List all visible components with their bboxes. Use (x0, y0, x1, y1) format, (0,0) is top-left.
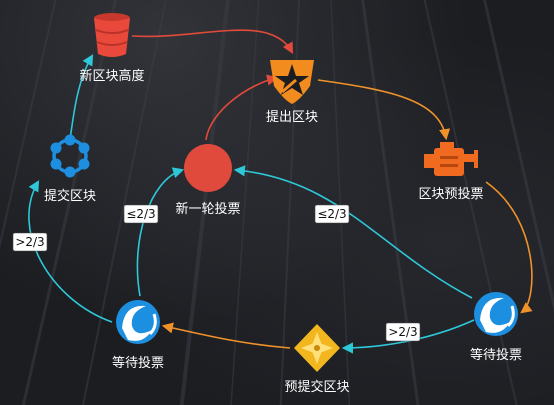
edge-precommit-to-waitleft (161, 322, 291, 349)
edge-commit-to-newheight (69, 54, 94, 141)
edge-label-left-up: >2/3 (12, 232, 48, 252)
svg-text:≤2/3: ≤2/3 (126, 207, 155, 221)
svg-text:新一轮投票: 新一轮投票 (175, 201, 240, 217)
edge-waitright-to-precommit (341, 319, 475, 354)
svg-text:>2/3: >2/3 (15, 235, 44, 249)
edge-propose-to-prevote (317, 79, 451, 141)
node-prevote: 区块预投票 (418, 142, 484, 202)
svg-text:>2/3: >2/3 (388, 325, 417, 339)
svg-text:≤2/3: ≤2/3 (317, 207, 346, 221)
node-commit: 提交区块 (44, 134, 96, 204)
edge-newround-to-propose (205, 74, 279, 141)
star-shield-icon (270, 60, 314, 104)
diamond-flower-icon (294, 324, 340, 372)
edge-waitleft-to-newround (136, 167, 185, 297)
network-ring-icon (50, 134, 90, 178)
svg-text:等待投票: 等待投票 (470, 347, 522, 363)
svg-text:预提交区块: 预提交区块 (284, 379, 349, 395)
edge-label-left-round: ≤2/3 (123, 204, 159, 224)
edge-waitleft-to-commit (28, 180, 113, 323)
edge-waitright-to-newround (233, 165, 473, 299)
svg-text:提交区块: 提交区块 (44, 188, 96, 204)
svg-text:新区块高度: 新区块高度 (79, 68, 144, 84)
svg-text:提出区块: 提出区块 (266, 109, 318, 125)
bucket-icon (94, 13, 130, 57)
node-propose: 提出区块 (266, 60, 318, 125)
node-wait-left: 等待投票 (112, 300, 164, 371)
svg-text:区块预投票: 区块预投票 (418, 186, 483, 202)
svg-text:等待投票: 等待投票 (112, 355, 164, 371)
node-precommit: 预提交区块 (284, 324, 350, 395)
edge-label-right-round: ≤2/3 (314, 204, 350, 224)
swirl-icon (116, 300, 160, 344)
edge-label-bottom-right: >2/3 (385, 322, 421, 342)
edge-prevote-to-waitright (485, 181, 533, 314)
red-circle-icon (184, 144, 232, 192)
node-new-height: 新区块高度 (79, 13, 145, 84)
edge-newheight-to-propose (131, 29, 294, 54)
swirl-icon (474, 292, 518, 336)
node-new-round: 新一轮投票 (175, 144, 241, 217)
engine-icon (424, 142, 478, 176)
node-wait-right: 等待投票 (470, 292, 522, 363)
